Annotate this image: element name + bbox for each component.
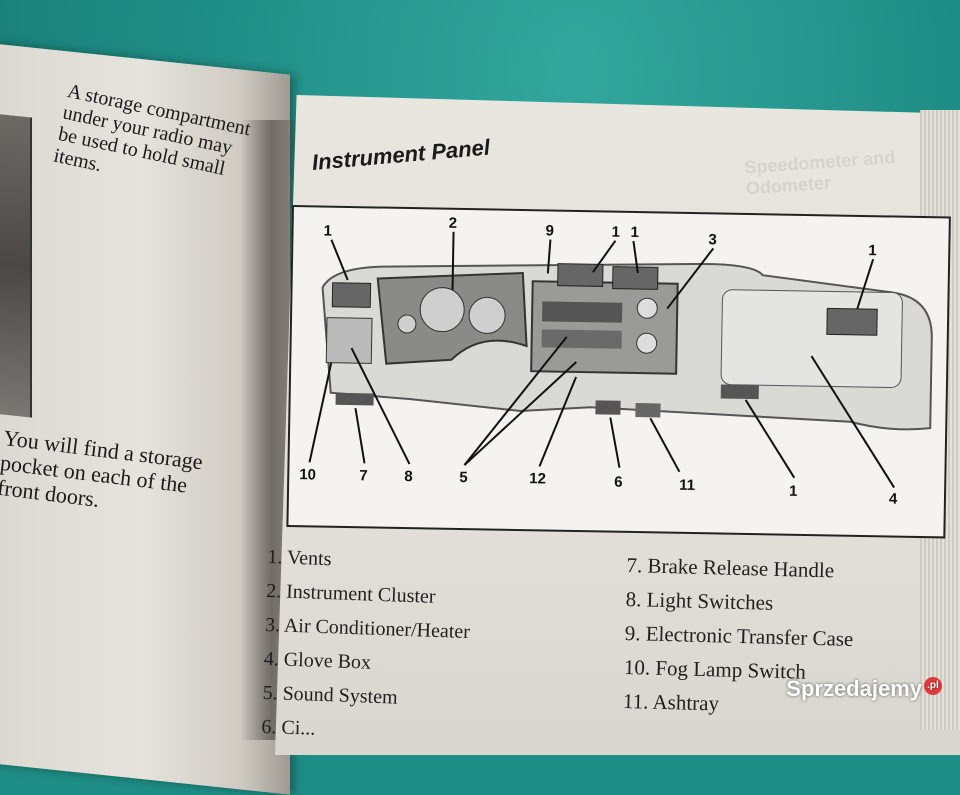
- callout-1-center-vent-b: 1: [630, 224, 639, 241]
- legend-item: 6. Ci...: [261, 715, 316, 740]
- callout-1-left-vent: 1: [323, 223, 332, 240]
- legend-list-left: 1. Vents 2. Instrument Cluster 3. Air Co…: [261, 540, 473, 751]
- watermark-text: Sprzedajemy: [786, 676, 922, 701]
- callout-2-cluster: 2: [449, 215, 458, 232]
- callout-10-fog-lamp: 10: [299, 466, 316, 483]
- callout-1-center-vent-a: 1: [611, 224, 620, 241]
- callout-5-sound: 5: [459, 469, 468, 486]
- instrument-panel-diagram: 1 2 9 1 1 3 1 10 7 8 5 12 6 11 1 4: [286, 205, 951, 539]
- callout-12: 12: [529, 470, 546, 487]
- callout-8-lights: 8: [404, 468, 413, 485]
- callout-7-brake: 7: [359, 467, 368, 484]
- watermark-logo: Sprzedajemy.pl: [786, 676, 942, 702]
- callout-1-lower-vent: 1: [789, 483, 798, 500]
- watermark-badge: .pl: [924, 676, 942, 695]
- radio-photo: [0, 110, 32, 418]
- callout-4-glove-box: 4: [889, 490, 898, 507]
- callout-6: 6: [614, 474, 623, 491]
- callout-9-transfer: 9: [545, 222, 554, 239]
- callout-1-right-vent: 1: [868, 242, 877, 259]
- callout-11-ashtray: 11: [679, 477, 695, 494]
- callout-3-ac-heater: 3: [708, 231, 717, 248]
- dashboard-illustration: 1 2 9 1 1 3 1 10 7 8 5 12 6 11 1 4: [299, 215, 933, 508]
